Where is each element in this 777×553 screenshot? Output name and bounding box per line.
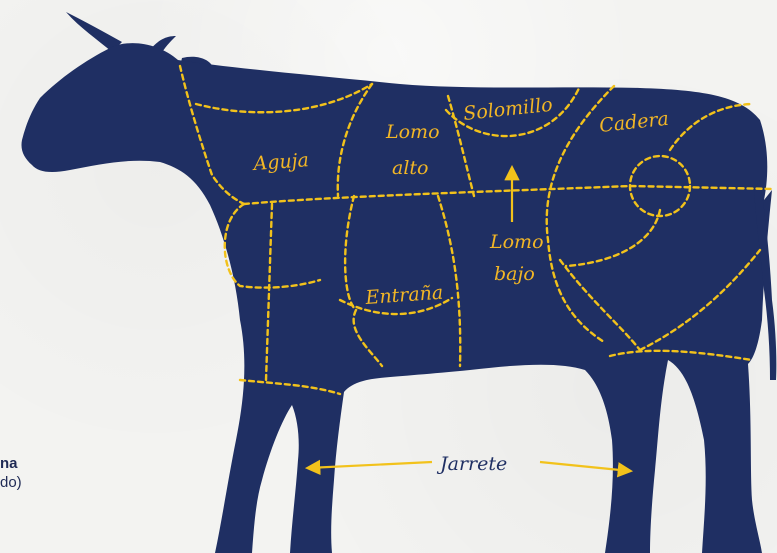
side-text-normal: do) (0, 474, 22, 492)
cow-silhouette (21, 12, 776, 553)
label-aguja: Aguja (251, 149, 310, 175)
label-lomo-alto-1: Lomo (385, 121, 440, 143)
label-lomo-bajo-1: Lomo (489, 231, 544, 253)
side-text-bold: na (0, 455, 18, 473)
label-lomo-bajo-2: bajo (494, 263, 535, 285)
label-jarrete: Jarrete (436, 453, 507, 475)
horn-left (66, 12, 122, 52)
label-lomo-alto-2: alto (392, 157, 428, 179)
